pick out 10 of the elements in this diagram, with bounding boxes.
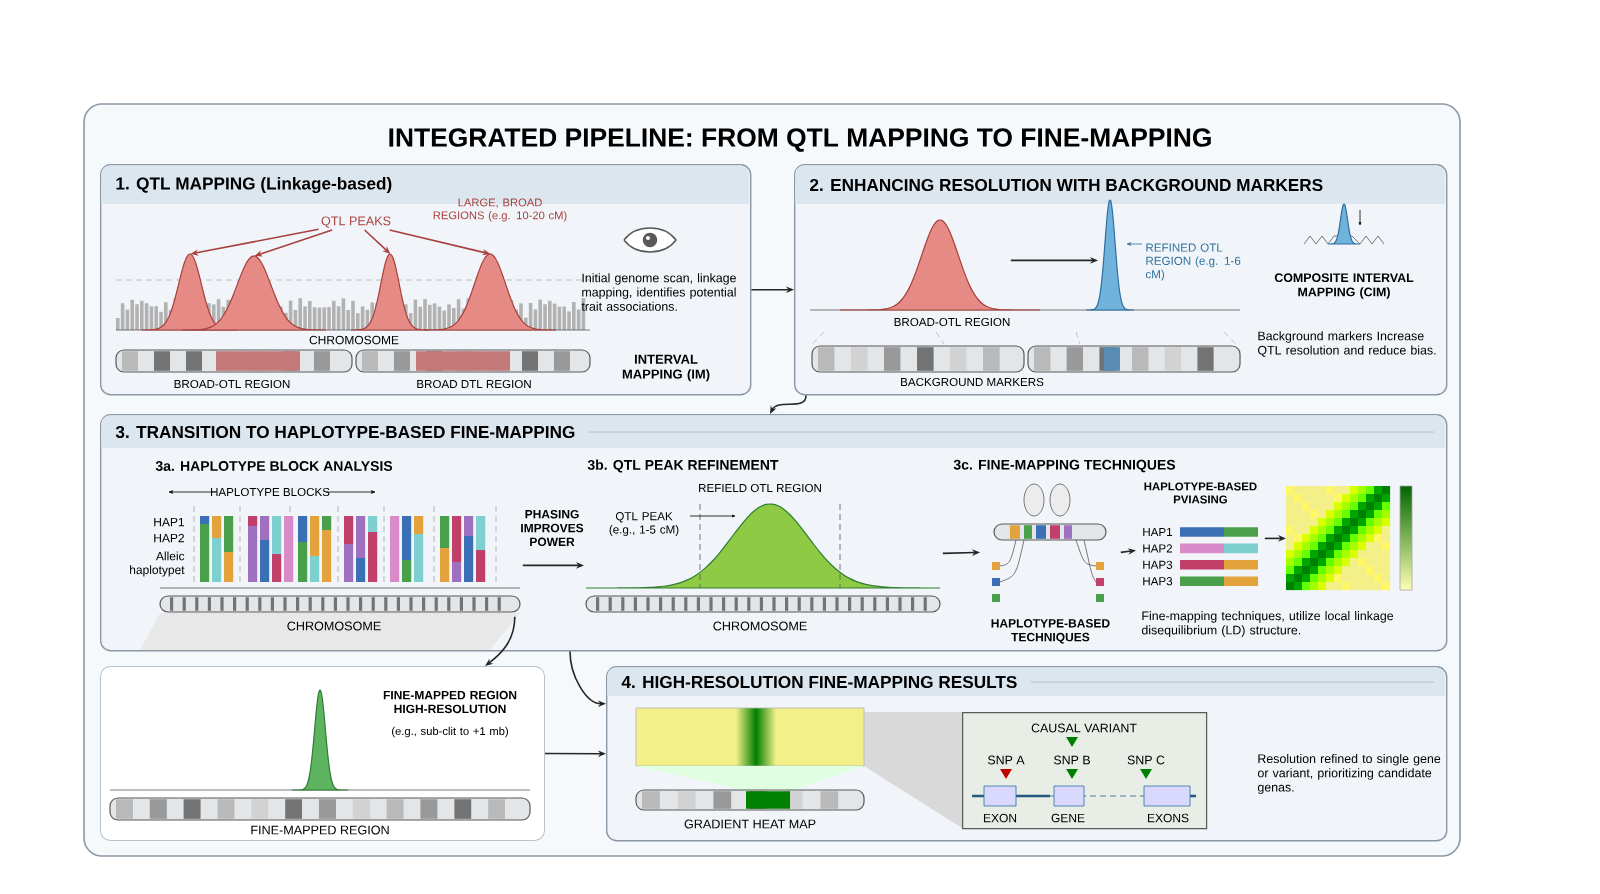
qtl-peak [350, 253, 430, 331]
refined-peak [1085, 199, 1135, 311]
qtl-peak [181, 255, 327, 331]
title: INTEGRATED PIPELINE: FROM QTL MAPPING TO FINE-MAPPING [389, 128, 1211, 152]
qtl-peak [423, 253, 557, 331]
refined-peak-drawing [585, 503, 941, 613]
broad-peak [839, 219, 1041, 311]
ld-heatmap [1286, 485, 1413, 591]
arrow [770, 394, 807, 414]
arrow [485, 616, 516, 666]
